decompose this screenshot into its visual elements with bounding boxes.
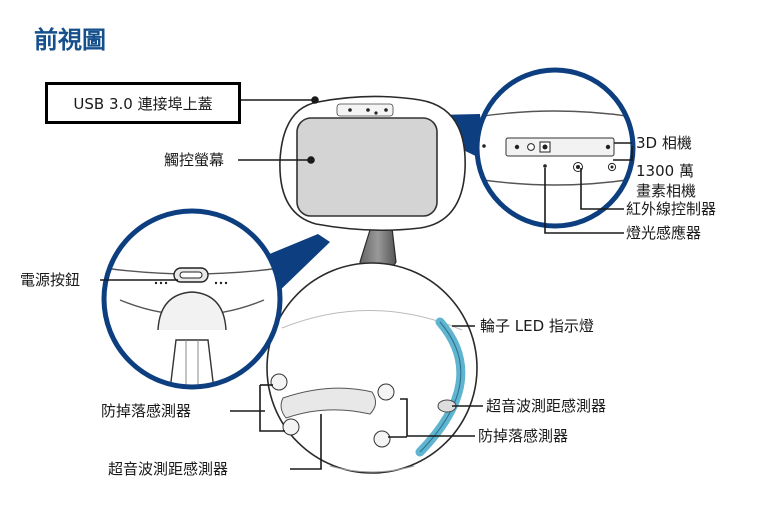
drop-sensor-left-top — [270, 373, 288, 391]
page-title: 前視圖 — [34, 26, 106, 54]
label-light-sensor: 燈光感應器 — [626, 224, 702, 242]
ultrasonic-sensor-strip — [280, 387, 376, 419]
label-drop-sensor-left: 防掉落感測器 — [101, 402, 192, 420]
label-ultrasonic-bottom: 超音波測距感測器 — [108, 460, 229, 478]
drop-sensor-left-bottom — [282, 418, 300, 436]
label-13mp-line2: 畫素相機 — [636, 182, 697, 200]
leader-lines — [100, 96, 633, 470]
label-usb-cover: USB 3.0 連接埠上蓋 — [45, 82, 241, 124]
drop-sensor-right-top — [377, 383, 395, 401]
drop-sensor-right-bottom — [373, 430, 391, 448]
label-power-button: 電源按鈕 — [20, 271, 81, 289]
robot-body — [266, 262, 478, 474]
label-ir-controller: 紅外線控制器 — [626, 200, 717, 218]
zoom-circle-cameras — [474, 67, 636, 229]
label-ultrasonic-right: 超音波測距感測器 — [486, 397, 607, 415]
label-drop-sensor-right: 防掉落感測器 — [478, 427, 569, 445]
label-3d-camera: 3D 相機 — [636, 134, 692, 152]
label-touch-screen: 觸控螢幕 — [164, 151, 225, 169]
label-wheel-led: 輪子 LED 指示燈 — [480, 317, 594, 335]
touch-screen — [296, 117, 438, 217]
zoom-circle-power — [101, 208, 283, 390]
label-13mp-line1: 1300 萬 — [636, 162, 694, 180]
